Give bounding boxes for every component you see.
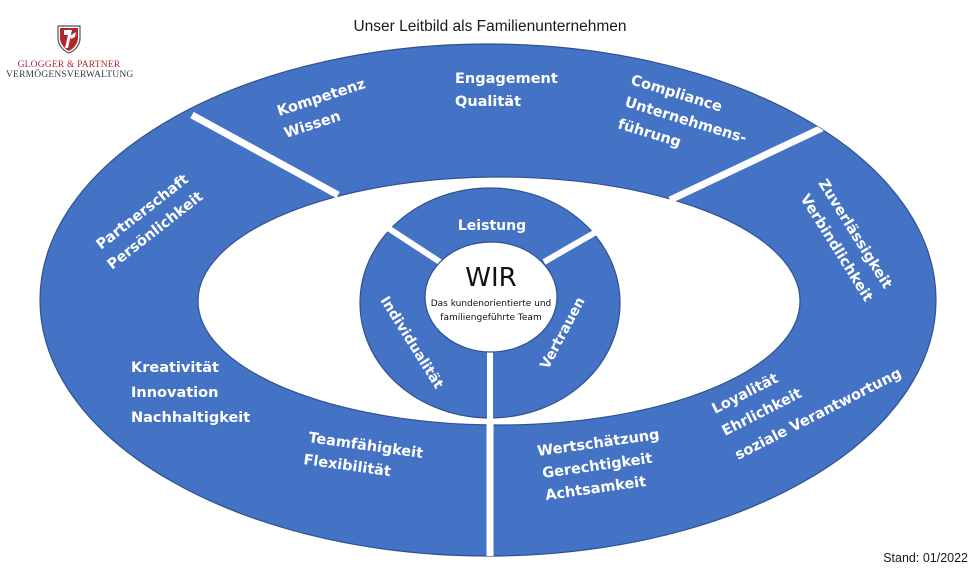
stand-date: Stand: 01/2022 [883, 551, 968, 565]
diagram-title: Unser Leitbild als Familienunternehmen [353, 18, 627, 35]
center-subtitle-line-2: familiengeführte Team [440, 313, 541, 323]
center-subtitle-line-1: Das kundenorientierte und [431, 299, 552, 309]
outer-label-nachhaltigkeit: Nachhaltigkeit [131, 410, 250, 426]
inner-divider-left [386, 225, 442, 265]
outer-label-engagement: Engagement [455, 71, 558, 87]
crest-shield-icon [57, 25, 81, 54]
inner-ring [359, 187, 621, 420]
center-circle [424, 241, 558, 353]
inner-label-leistung: Leistung [458, 218, 526, 234]
logo-name: GLOGGER & PARTNER [17, 60, 121, 70]
outer-label-kreativitaet: Kreativität [131, 360, 219, 376]
logo-subtitle: VERMÖGENSVERWALTUNG [6, 70, 134, 80]
inner-divider-right [542, 229, 598, 265]
center-title: WIR [465, 263, 516, 293]
outer-label-innovation: Innovation [131, 385, 218, 401]
company-logo: GLOGGER & PARTNER VERMÖGENSVERWALTUNG [6, 24, 134, 80]
divider-top-left [190, 111, 340, 199]
divider-top-right [668, 124, 824, 204]
outer-label-qualitaet: Qualität [455, 94, 521, 110]
